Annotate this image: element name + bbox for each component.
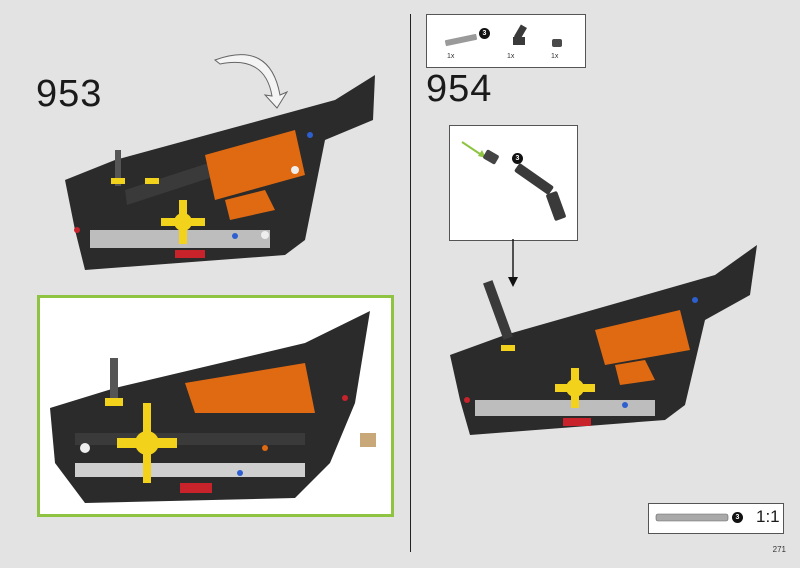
subassembly-illustration [461,141,566,221]
axle-size-badge: 3 [479,28,490,39]
callout-pointer-arrow [508,239,518,287]
callout-size-badge: 3 [512,153,523,164]
scale-label: 1:1 [756,507,780,526]
zoom-model-illustration [50,311,376,503]
part-qty-1: 1x [447,53,455,60]
model-illustration-953 [65,54,375,270]
angle-connector-icon [513,24,527,45]
model-illustration-954 [450,245,757,435]
subassembly-callout: 3 [449,125,578,241]
part-qty-3: 1x [551,53,559,60]
part-qty-2: 1x [507,53,515,60]
bush-icon [552,39,562,47]
page-divider [410,14,411,552]
page-number: 271 [772,545,786,554]
step-number-953: 953 [36,73,103,115]
axle-ruler-icon [655,513,729,522]
zoom-detail-panel [37,295,394,517]
ruler-size-badge: 3 [732,512,743,523]
parts-list-box: 3 1x 1x 1x [426,14,586,68]
scale-ruler-box: 3 [648,503,784,534]
axle-3-icon [444,33,478,47]
step-number-954: 954 [426,68,493,110]
